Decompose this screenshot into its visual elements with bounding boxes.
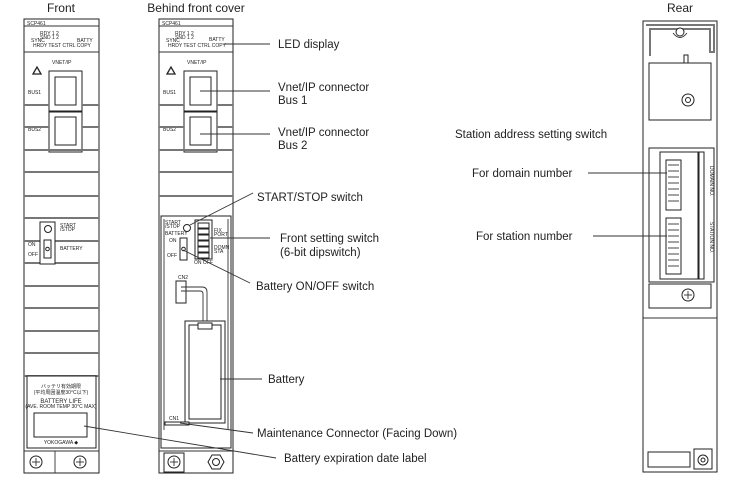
svg-text:RDY 1 2: RDY 1 2 (175, 31, 194, 37)
behind-hex-nut (207, 454, 225, 470)
rear-screw-bottom (681, 288, 695, 302)
cn2-connector (175, 280, 187, 304)
svg-text:RDY 1 2: RDY 1 2 (40, 31, 59, 37)
rear-upper-panel (648, 62, 712, 121)
leader-maintenance (179, 422, 254, 434)
behind-cover-view: SCP461 RDY 1 2 SND 1 2 SYNC BATTY HRDY T… (158, 18, 234, 474)
callout-front-setting-line2: (6-bit dipswitch) (280, 247, 361, 259)
rear-view: DOMAIN NO. STATION NO. (642, 20, 718, 473)
station-address-switch: DOMAIN NO. STATION NO. (648, 147, 715, 283)
behind-bus1-label: BUS1 (163, 90, 176, 96)
callout-battery-expiration: Battery expiration date label (284, 453, 427, 465)
callout-battery-onoff: Battery ON/OFF switch (256, 281, 374, 293)
domn-sta-label: DOMN (214, 245, 230, 251)
leader-lines (83, 43, 667, 459)
front-view: SCP461 RDY 1 2 SND 1 2 SYNC BATTY HRDY T… (23, 18, 100, 474)
behind-screw-left (163, 452, 185, 473)
svg-text:SYNC: SYNC (31, 38, 45, 44)
callout-station-number: For station number (476, 231, 573, 243)
front-battery-label: BATTERY (60, 246, 83, 252)
front-screw-left (29, 455, 43, 469)
rear-screw-panel (648, 283, 712, 309)
callout-battery: Battery (268, 374, 305, 386)
domain-number-switch[interactable] (665, 159, 682, 211)
behind-cover-view-title: Behind front cover (147, 1, 244, 15)
callout-start-stop: START/STOP switch (257, 192, 363, 204)
svg-text:BATTERY LIFE: BATTERY LIFE (40, 399, 81, 405)
front-vnet-label: VNET/IP (52, 60, 72, 66)
front-setting-dipswitch[interactable] (194, 219, 213, 260)
callout-vnet-bus1-line1: Vnet/IP connector (278, 82, 369, 94)
behind-led-display: RDY 1 2 SND 1 2 SYNC BATTY HRDY TEST CTR… (166, 31, 227, 49)
expiration-date-box (33, 412, 88, 438)
callout-led-display: LED display (278, 39, 340, 51)
callout-station-address: Station address setting switch (455, 129, 607, 141)
leader-start-stop (189, 192, 254, 226)
svg-text:バッテリ有効期限: バッテリ有効期限 (41, 383, 81, 390)
domain-no-label: DOMAIN NO. (708, 166, 714, 196)
behind-vnet-label: VNET/IP (187, 60, 207, 66)
rear-label-slot (647, 451, 691, 468)
svg-text:/STOP: /STOP (60, 227, 76, 233)
front-on-label: ON (28, 242, 36, 248)
front-off-label: OFF (28, 252, 38, 258)
svg-text:(平均周囲温度30°C以下): (平均周囲温度30°C以下) (34, 389, 89, 396)
battery-expiration-label: バッテリ有効期限 (平均周囲温度30°C以下) BATTERY LIFE (AV… (25, 375, 97, 449)
svg-text:YOKOGAWA ◆: YOKOGAWA ◆ (44, 440, 78, 446)
leader-battery-onoff (182, 249, 251, 284)
behind-vent-slats (159, 104, 233, 197)
callout-vnet-bus2-line1: Vnet/IP connector (278, 127, 369, 139)
start-stop-switch[interactable] (183, 224, 191, 232)
front-start-stop-button[interactable] (44, 225, 52, 233)
behind-start-stop-label: START (165, 220, 181, 226)
svg-text:BATTY: BATTY (77, 38, 93, 44)
front-vent-slats (24, 104, 99, 377)
front-start-stop-label: START (60, 223, 76, 229)
station-no-label: STATION NO. (708, 222, 714, 253)
behind-off-label: OFF (167, 253, 177, 259)
rear-connector-nut (693, 448, 713, 470)
maintenance-connector (164, 421, 190, 426)
station-number-switch[interactable] (665, 217, 682, 275)
svg-text:PORT: PORT (214, 232, 228, 238)
front-bus2-label: BUS2 (28, 127, 41, 133)
callout-vnet-bus2-line2: Bus 2 (278, 140, 307, 152)
on-off-label: ON OFF (194, 260, 213, 266)
svg-text:SYNC: SYNC (166, 38, 180, 44)
callout-domain-number: For domain number (472, 168, 573, 180)
behind-on-label: ON (169, 238, 177, 244)
callout-front-setting-line1: Front setting switch (280, 233, 379, 245)
svg-text:HRDY TEST CTRL COPY: HRDY TEST CTRL COPY (168, 43, 227, 49)
cn1-label: CN1 (169, 416, 179, 422)
cn2-label: CN2 (178, 275, 188, 281)
front-screw-right (73, 455, 87, 469)
svg-text:(AVE. ROOM TEMP 30°C MAX): (AVE. ROOM TEMP 30°C MAX) (25, 404, 97, 410)
leader-battery-expiration (83, 425, 277, 459)
behind-model-label: SCP461 (162, 21, 181, 27)
warning-triangle-icon (165, 65, 177, 75)
front-bus1-label: BUS1 (28, 90, 41, 96)
rear-view-title: Rear (667, 1, 693, 15)
front-view-title: Front (47, 1, 76, 15)
behind-battery-label: BATTERY (165, 231, 188, 237)
callout-maintenance-connector: Maintenance Connector (Facing Down) (257, 428, 457, 440)
svg-text:HRDY TEST CTRL COPY: HRDY TEST CTRL COPY (33, 43, 92, 49)
callout-vnet-bus1-line2: Bus 1 (278, 95, 307, 107)
svg-text:SND 1 2: SND 1 2 (175, 35, 194, 41)
svg-text:/STOP: /STOP (165, 224, 181, 230)
svg-text:SND 1 2: SND 1 2 (40, 35, 59, 41)
front-led-display: RDY 1 2 SND 1 2 SYNC BATTY HRDY TEST CTR… (31, 31, 93, 49)
svg-text:STA: STA (214, 249, 224, 255)
behind-bus2-label: BUS2 (163, 127, 176, 133)
fix-port-label: FIX (214, 228, 222, 234)
warning-triangle-icon (31, 65, 43, 75)
front-model-label: SCP461 (27, 21, 46, 27)
svg-text:BATTY: BATTY (209, 37, 225, 43)
